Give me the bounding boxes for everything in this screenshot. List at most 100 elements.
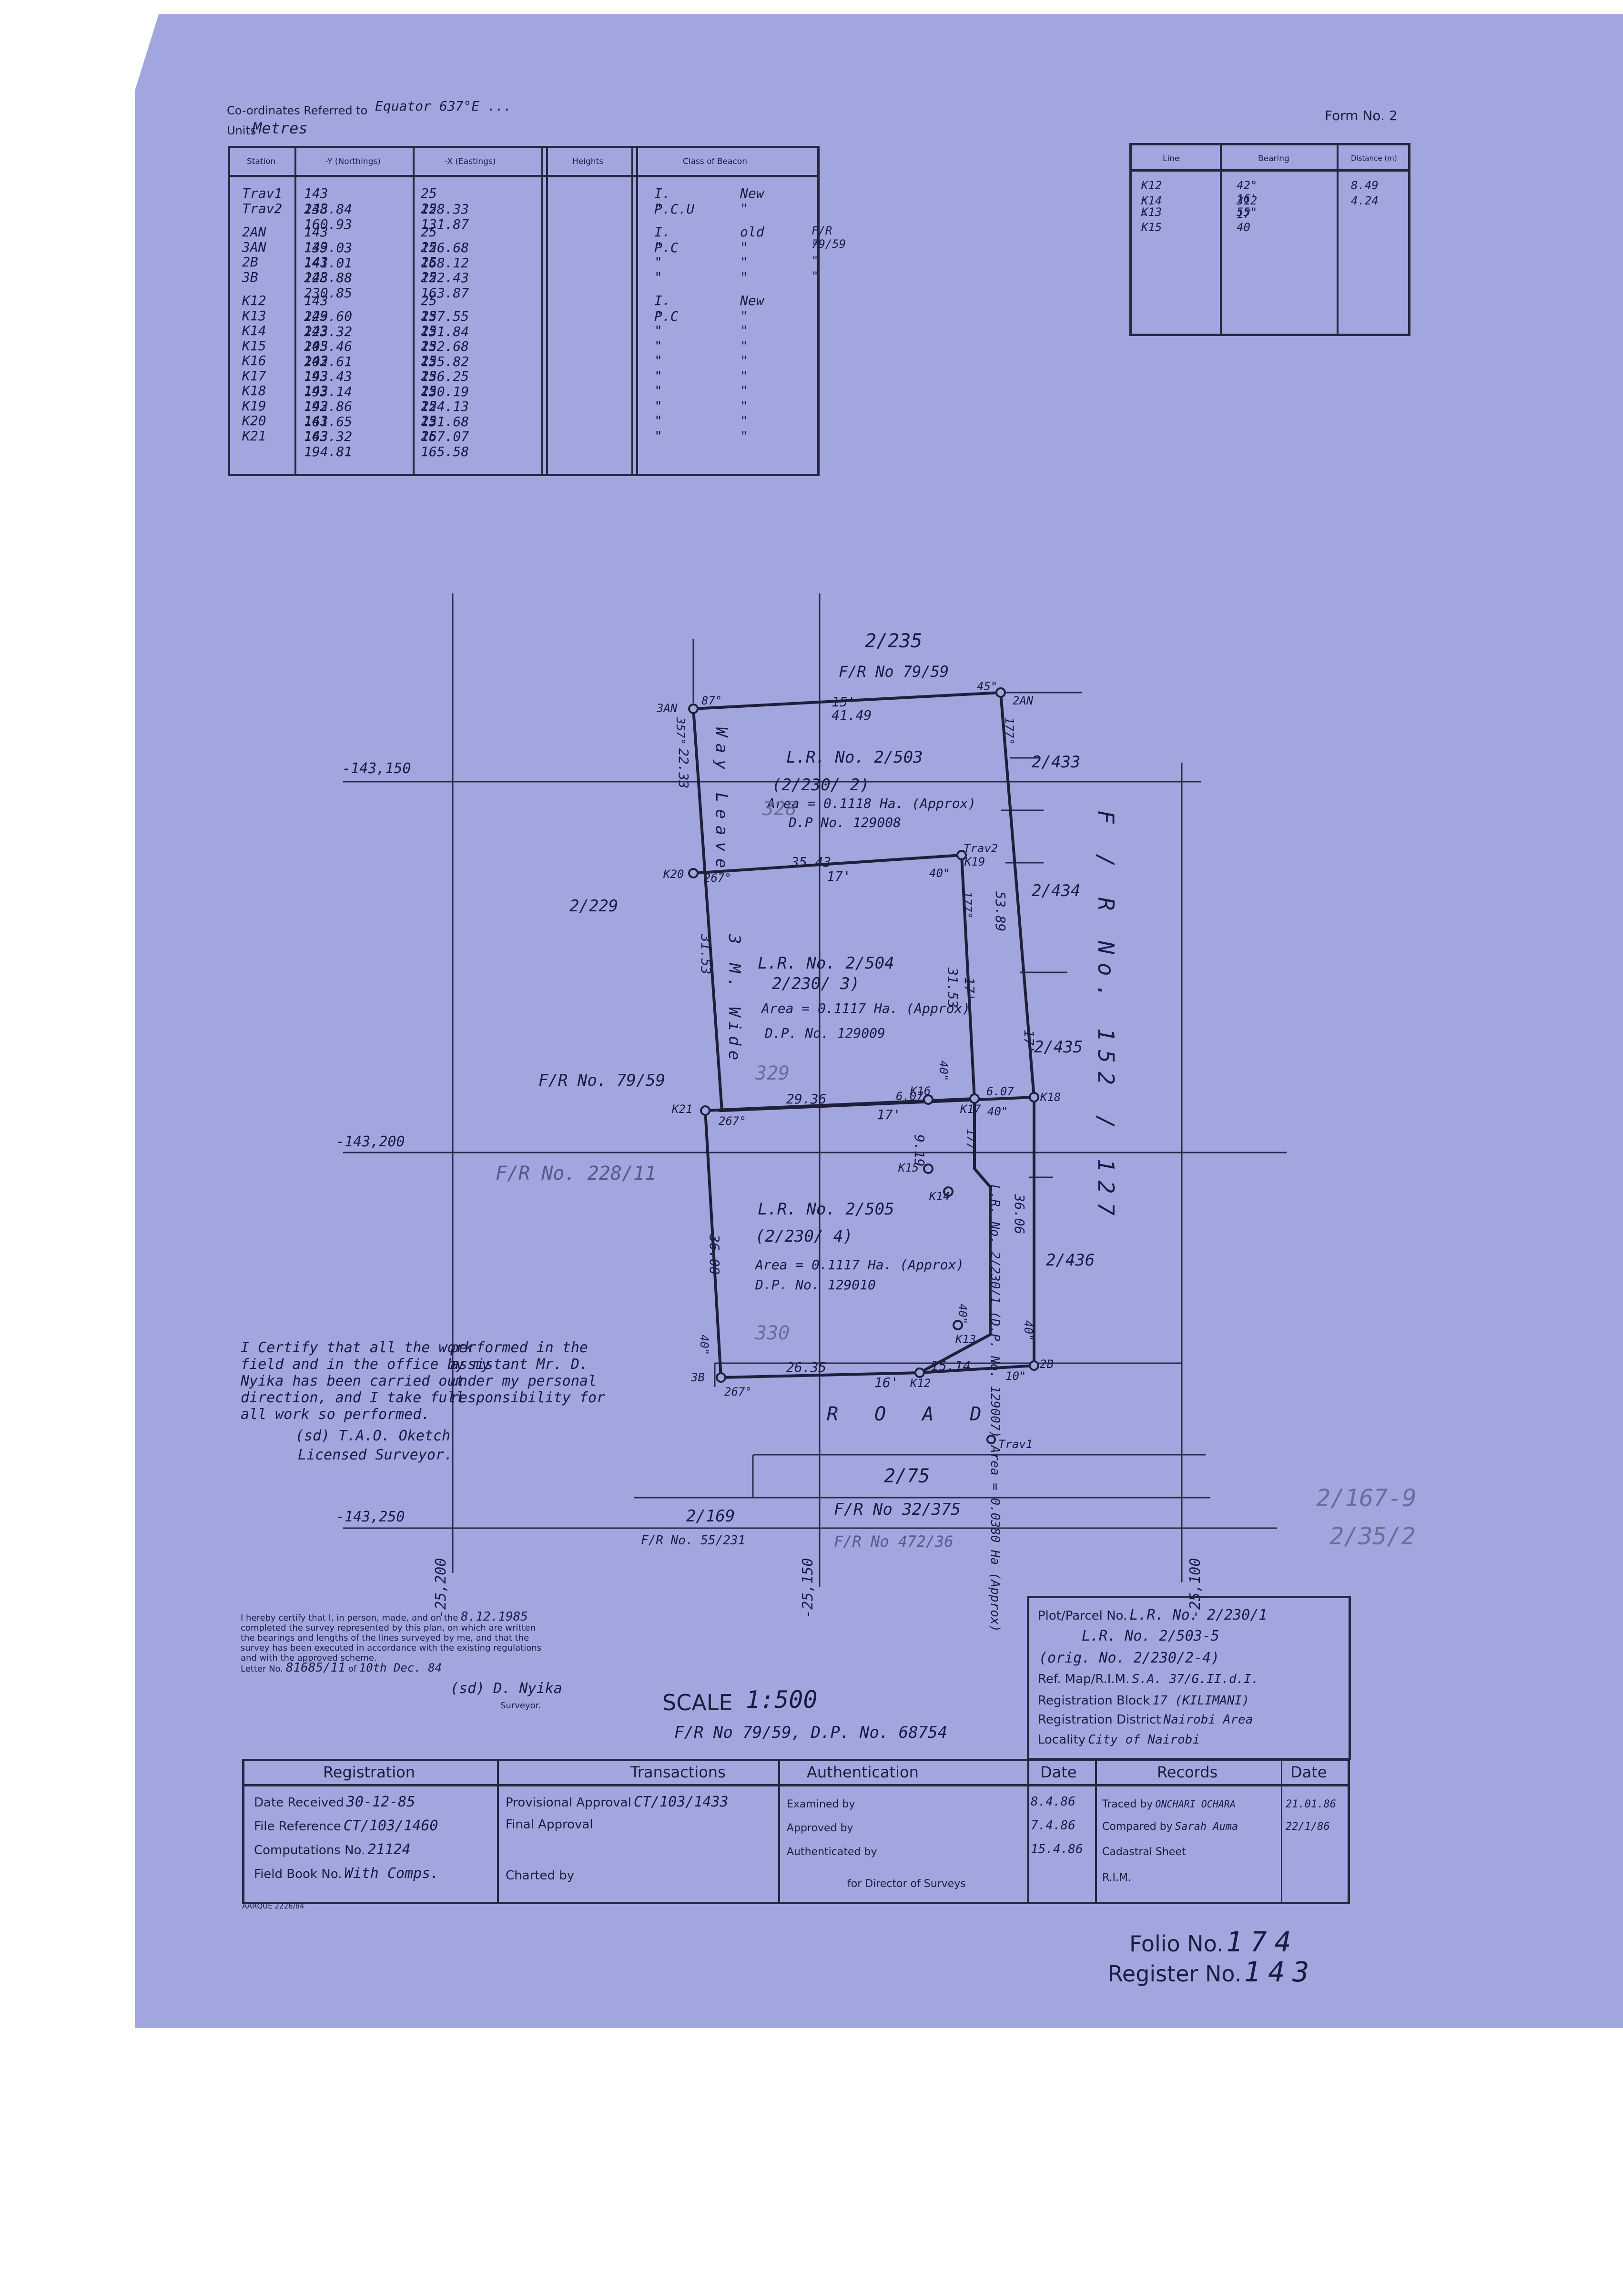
svg-text:K14: K14 — [929, 1190, 950, 1203]
svg-text:45": 45" — [977, 680, 997, 693]
col-date2: Date — [1290, 1763, 1327, 1781]
coordinate-cell: " — [812, 254, 819, 267]
surveyor-certification-right: performed in the assistant Mr. D. under … — [450, 1339, 606, 1406]
beacon-k14 — [943, 1186, 954, 1197]
svg-text:40": 40" — [956, 1304, 969, 1324]
coordinate-cell: 143 163.32 — [304, 413, 353, 444]
grid-north-label: -143,250 — [336, 1509, 405, 1525]
svg-text:Area = 0.1118 Ha. (Approx): Area = 0.1118 Ha. (Approx) — [766, 796, 976, 811]
svg-text:3AN: 3AN — [656, 702, 678, 715]
coordinate-cell: 143 192.86 — [304, 383, 353, 414]
coordinate-cell: 2B — [242, 254, 258, 270]
surveyor-label: Surveyor. — [500, 1701, 541, 1711]
coordinate-cell: 25 165.58 — [421, 428, 469, 459]
dimensions: 15' 41.49 35.43 17' 29.36 17' 26.35 16' … — [676, 694, 1037, 1390]
coordinate-cell: 25 135.82 — [421, 337, 469, 369]
coordinate-cell: " — [654, 337, 662, 354]
coordinate-cell: " — [740, 413, 748, 429]
coordinate-cell: " — [654, 383, 662, 398]
svg-text:6.07: 6.07 — [986, 1085, 1014, 1098]
svg-text:K16: K16 — [910, 1084, 931, 1098]
coordinate-cell: " — [654, 413, 662, 429]
svg-text:K19: K19 — [964, 855, 985, 868]
svg-text:2/435: 2/435 — [1034, 1038, 1083, 1057]
coordinate-cell: K15 — [242, 337, 266, 354]
beacon-2an — [995, 687, 1006, 698]
coordinate-cell: K21 — [242, 428, 266, 444]
svg-text:87°: 87° — [701, 694, 722, 707]
col-authentication: Authentication — [807, 1763, 919, 1781]
svg-text:(2/230/ 2): (2/230/ 2) — [772, 776, 870, 795]
coordinate-cell: " — [654, 239, 662, 255]
coordinate-cell: " — [740, 367, 748, 384]
registration-table: Registration Transactions Authentication… — [242, 1759, 1350, 1904]
svg-text:17': 17' — [827, 868, 851, 884]
coordinate-cell: 143 194.81 — [304, 428, 353, 459]
svg-text:330: 330 — [755, 1322, 790, 1344]
coordinate-cell: " — [740, 428, 748, 444]
grid-north-label: -143,150 — [342, 760, 411, 777]
grid-labels: -143,150 -143,200 -143,250 -25,200 -25,1… — [336, 760, 1204, 1618]
beacon-2b — [1029, 1360, 1039, 1371]
svg-text:10": 10" — [1005, 1369, 1026, 1383]
beacon-k12 — [914, 1367, 925, 1378]
coordinate-cell: 25 131.68 — [421, 398, 469, 429]
coordinate-cell: " — [654, 353, 662, 368]
parcel-2-503: L.R. No. 2/503 (2/230/ 2) Area = 0.1118 … — [762, 748, 976, 830]
col-line: Line — [1163, 154, 1180, 163]
svg-text:2/75: 2/75 — [884, 1465, 930, 1487]
coordinate-cell: 143 160.93 — [304, 200, 353, 232]
coordinate-cell: " — [812, 269, 819, 283]
survey-certificate: I hereby certify that I, in person, made… — [241, 1610, 542, 1675]
coords-label: Co-ordinates Referred to — [227, 104, 368, 117]
scale-fr: F/R No 79/59, D.P. No. 68754 — [674, 1723, 948, 1742]
surveyor-certification: I Certify that all the work field and in… — [241, 1339, 490, 1423]
coordinate-cell: 25 130.19 — [421, 367, 469, 399]
svg-text:16': 16' — [874, 1375, 899, 1390]
beacon-k19 — [956, 850, 967, 860]
svg-text:22.33: 22.33 — [676, 748, 691, 788]
coordinate-cell: 25 168.12 — [421, 239, 469, 271]
coordinate-cell: 143 228.88 — [304, 254, 353, 286]
coordinate-cell: 2AN — [242, 224, 266, 240]
svg-text:Trav1: Trav1 — [998, 1438, 1033, 1451]
col-heights: Heights — [572, 157, 604, 166]
coordinate-cell: K19 — [242, 398, 266, 414]
scale-label: SCALE — [662, 1690, 733, 1715]
coordinate-cell: K12 — [242, 293, 266, 308]
coordinate-cell: " — [654, 269, 662, 285]
grid-east-label: -25,200 — [433, 1558, 449, 1618]
svg-text:2/169: 2/169 — [686, 1507, 735, 1526]
form-code: AARQUE 2226/84 — [242, 1902, 304, 1910]
coordinate-cell: " — [654, 428, 662, 444]
plot-parcel-box: Plot/Parcel No. L.R. No. 2/230/1 L.R. No… — [1027, 1596, 1351, 1760]
svg-text:2/434: 2/434 — [1032, 881, 1080, 900]
coordinate-cell: K14 — [242, 323, 266, 338]
svg-text:K18: K18 — [1040, 1091, 1061, 1104]
wayleave-label: Way Leave — [712, 727, 731, 875]
grid-north-label: -143,200 — [336, 1133, 405, 1150]
coordinate-cell: " — [740, 323, 748, 338]
svg-text:2B: 2B — [1040, 1357, 1054, 1371]
beacon-k21 — [700, 1105, 710, 1116]
svg-text:177°: 177° — [1003, 717, 1016, 745]
fr-vertical-label: F / R No. 152 / 127 — [1093, 810, 1119, 1224]
svg-text:F/R No. 228/11: F/R No. 228/11 — [496, 1163, 656, 1184]
beacon-k20 — [688, 868, 699, 878]
svg-text:D.P. No. 129009: D.P. No. 129009 — [764, 1025, 885, 1041]
coordinate-cell: 143 202.61 — [304, 337, 353, 369]
coordinate-cell: 25 167.07 — [421, 413, 469, 444]
coordinate-cell: " — [740, 254, 748, 270]
svg-text:2/229: 2/229 — [569, 897, 618, 916]
coordinate-cell: 143 238.84 — [304, 185, 353, 217]
svg-text:328: 328 — [762, 798, 797, 820]
col-records: Records — [1157, 1763, 1218, 1781]
svg-text:41.49: 41.49 — [832, 707, 872, 723]
svg-text:40": 40" — [937, 1061, 950, 1081]
coordinate-cell: 3AN — [242, 239, 266, 255]
coordinate-cell: " — [654, 307, 662, 324]
coordinates-table: Station -Y (Northings) -X (Eastings) Hei… — [228, 146, 846, 476]
parcel-2-504: L.R. No. 2/504 2/230/ 3) Area = 0.1117 H… — [755, 954, 970, 1084]
col-eastings: -X (Eastings) — [445, 157, 496, 166]
coordinate-cell: 25 136.25 — [421, 353, 469, 384]
